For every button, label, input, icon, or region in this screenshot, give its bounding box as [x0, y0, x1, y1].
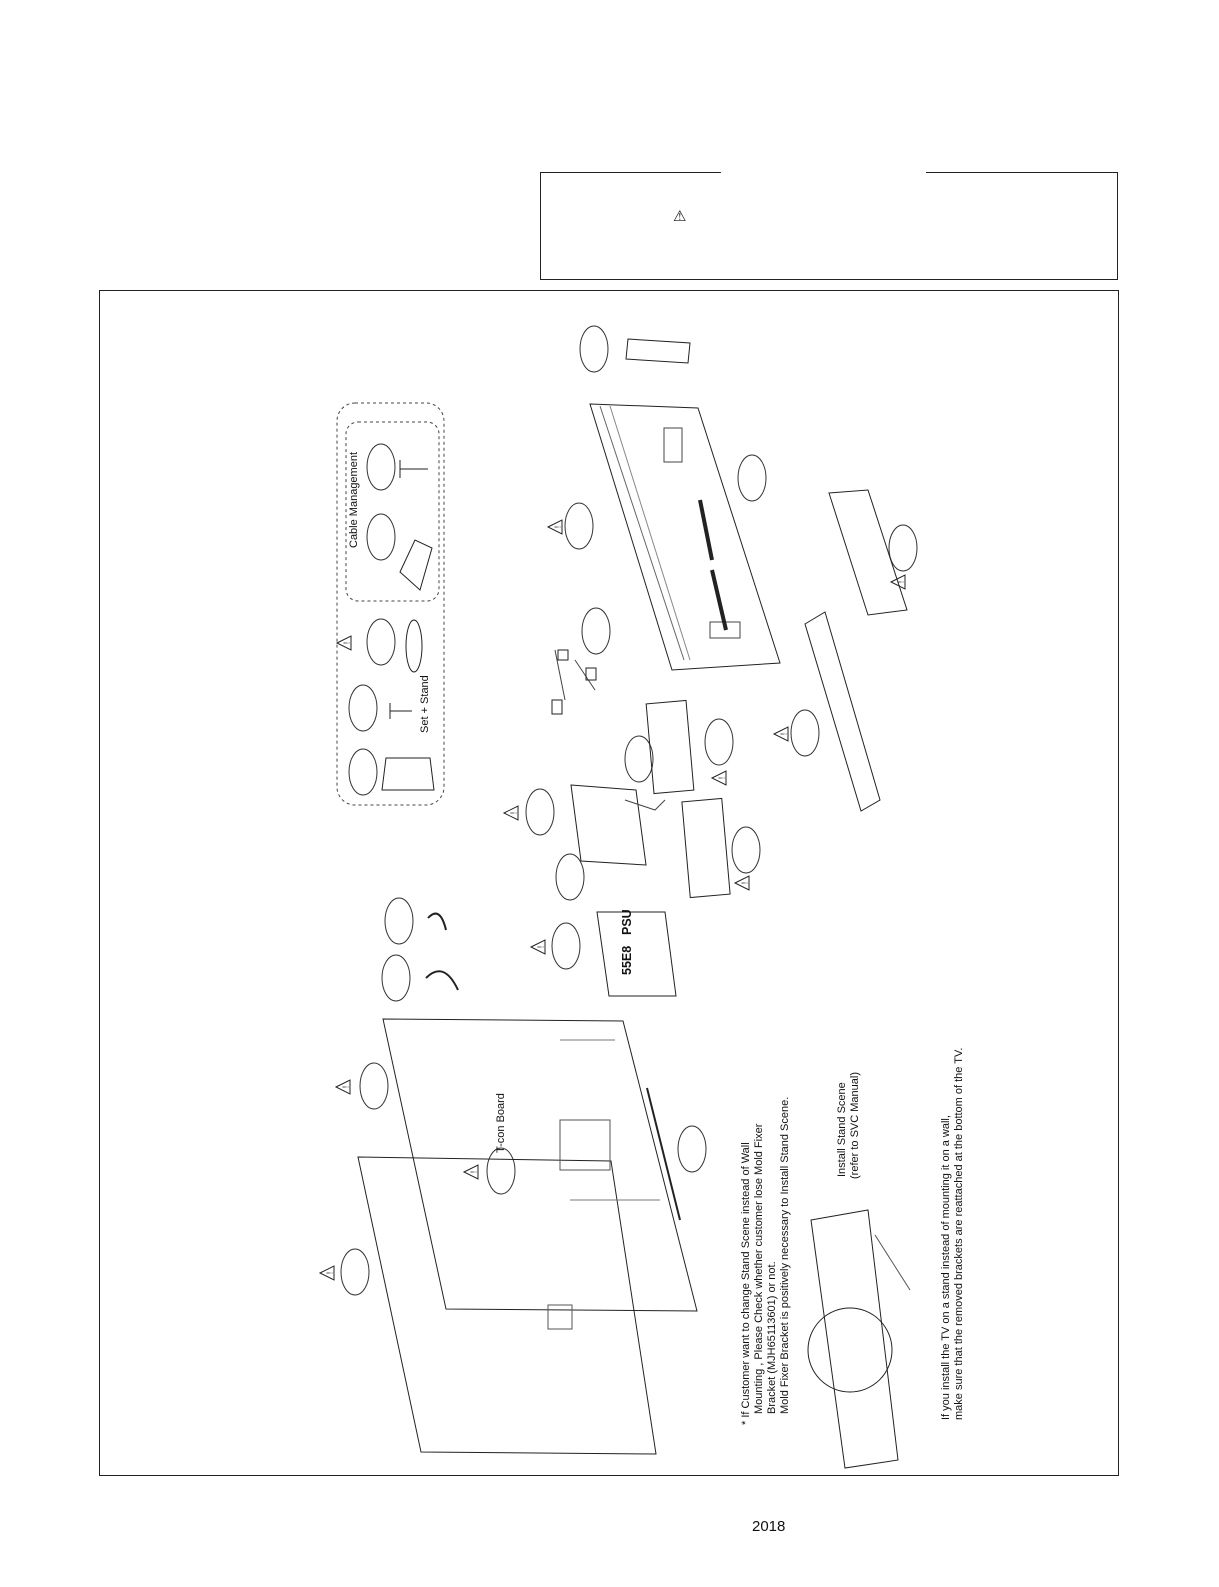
- speaker-part: [681, 797, 731, 899]
- notice-box: ⚠: [540, 170, 1118, 280]
- notice-title-gap: [721, 170, 926, 176]
- callout-circle: [359, 1062, 389, 1110]
- sheet-part: [828, 489, 908, 616]
- exploded-view-frame: [99, 290, 1119, 1476]
- warning-triangle-icon: [319, 1265, 335, 1281]
- warning-triangle-icon: [503, 805, 519, 821]
- bar-part: [646, 1087, 681, 1221]
- wall-note-line2: Mounting , Please Check whether customer…: [753, 1123, 765, 1414]
- callout-circle: [790, 709, 820, 757]
- warning-triangle-icon: [773, 726, 789, 742]
- callout-circle: [888, 524, 918, 572]
- callout-circle: [348, 748, 378, 796]
- foot-part: [381, 757, 435, 791]
- warning-triangle-icon: [530, 939, 546, 955]
- warning-triangle-icon: [336, 635, 352, 651]
- tcon-board-label: T-con Board: [495, 1093, 507, 1153]
- bottom-note-line1: If you install the TV on a stand instead…: [940, 1115, 952, 1420]
- set-stand-label: Set + Stand: [419, 675, 431, 733]
- rotate-arrow-icon: [425, 970, 459, 991]
- rotate-arrow-icon: [427, 912, 447, 931]
- callout-circle: [381, 954, 411, 1002]
- callout-circle: [348, 684, 378, 732]
- callout-circle: [564, 502, 594, 550]
- callout-circle: [384, 897, 414, 945]
- callout-circle: [704, 718, 734, 766]
- wall-note-line3: Bracket (MJH65113601) or not.: [766, 1261, 778, 1414]
- warning-triangle-icon: [711, 770, 727, 786]
- cable-management-label: Cable Management: [348, 451, 360, 548]
- callout-circle: [340, 1248, 370, 1296]
- cable-icon: [405, 619, 423, 673]
- callout-circle: [677, 1125, 707, 1173]
- screw-icon: [389, 703, 412, 719]
- bottom-note-line2: make sure that the removed brackets are …: [953, 1047, 965, 1420]
- speaker-part: [645, 699, 695, 795]
- wall-note-line1: * If Customer want to change Stand Scene…: [740, 1142, 752, 1425]
- install-stand-line1: Install Stand Scene: [836, 1082, 848, 1177]
- psu-model-label: 55E8: [620, 945, 634, 975]
- callout-circle: [551, 922, 581, 970]
- main-board-part: [570, 784, 647, 866]
- warning-icon: ⚠: [673, 208, 687, 225]
- cable-management-box: [345, 421, 440, 602]
- rear-cover-part: [589, 403, 781, 671]
- warning-triangle-icon: [547, 519, 563, 535]
- callout-circle: [581, 607, 611, 655]
- bottom-frame-part: [804, 611, 881, 812]
- top-cover-part: [625, 338, 691, 364]
- install-stand-line2: (refer to SVC Manual): [849, 1072, 861, 1179]
- stand-scene-detail: [807, 1307, 893, 1393]
- wall-note-line4: Mold Fixer Bracket is positively necessa…: [779, 1096, 791, 1414]
- bracket-part: [399, 539, 433, 591]
- psu-label: PSU: [620, 909, 634, 935]
- callout-circle: [555, 853, 585, 901]
- back-cover-part: [357, 1156, 657, 1455]
- callout-circle: [624, 735, 654, 783]
- psu-part: [596, 911, 677, 997]
- callout-circle: [366, 443, 396, 491]
- stand-scene-drawing: [810, 1209, 899, 1469]
- warning-triangle-icon: [463, 1164, 479, 1180]
- display-panel-part: [382, 1018, 698, 1312]
- callout-circle: [579, 325, 609, 373]
- callout-circle: [486, 1147, 516, 1195]
- warning-triangle-icon: [335, 1079, 351, 1095]
- warning-triangle-icon: [734, 875, 750, 891]
- callout-circle: [366, 618, 396, 666]
- accessory-box: [336, 402, 445, 806]
- callout-circle: [366, 513, 396, 561]
- screw-icon: [399, 460, 428, 478]
- footer-year: 2018: [752, 1518, 786, 1535]
- callout-circle: [731, 826, 761, 874]
- tcon-board-part: [559, 1119, 611, 1171]
- callout-circle: [737, 454, 767, 502]
- callout-circle: [525, 788, 555, 836]
